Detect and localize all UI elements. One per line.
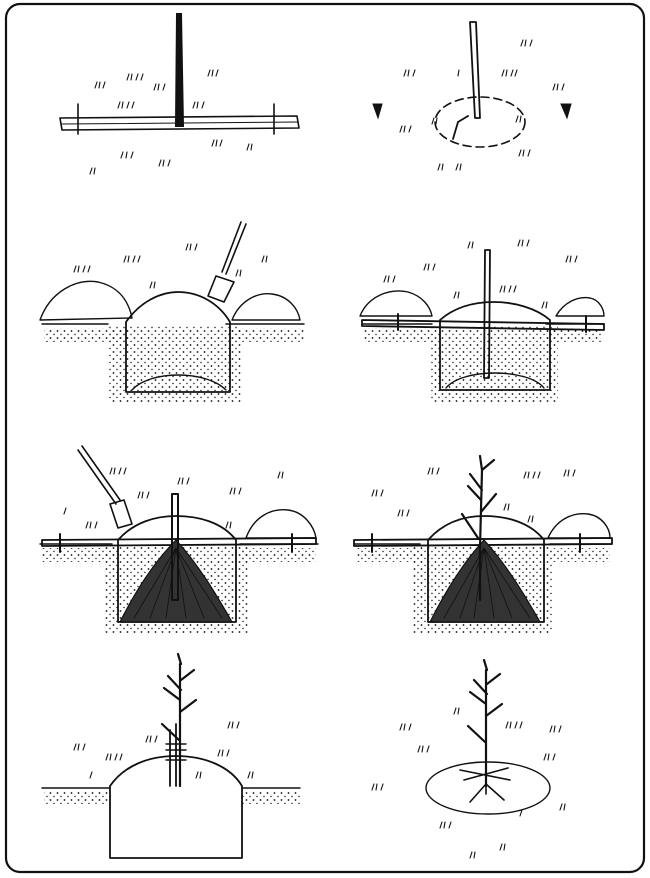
spade-handle bbox=[221, 221, 247, 275]
panel-dug-pit bbox=[39, 221, 305, 402]
panel-tree-tied-to-stake bbox=[41, 652, 301, 859]
panel-tree-planted bbox=[353, 454, 613, 634]
soil-pile-right bbox=[231, 293, 301, 321]
panel-stake-in-pit bbox=[359, 239, 605, 402]
soil-pile-left bbox=[39, 280, 133, 321]
watering-basin-outline bbox=[425, 761, 551, 815]
pit-walls bbox=[125, 291, 231, 393]
spade-blade bbox=[207, 275, 235, 303]
figure-frame bbox=[4, 2, 646, 874]
panel-stake-and-board bbox=[59, 13, 300, 175]
peg-left bbox=[372, 103, 383, 120]
peg-right bbox=[560, 103, 572, 120]
young-tree bbox=[460, 454, 498, 602]
center-stake bbox=[174, 13, 185, 127]
marked-circle-outline bbox=[434, 96, 526, 148]
panel-roots-spread bbox=[39, 445, 319, 634]
planting-stake bbox=[469, 21, 481, 119]
panel-marked-circle bbox=[372, 21, 572, 171]
panel-watering-basin bbox=[371, 658, 566, 859]
